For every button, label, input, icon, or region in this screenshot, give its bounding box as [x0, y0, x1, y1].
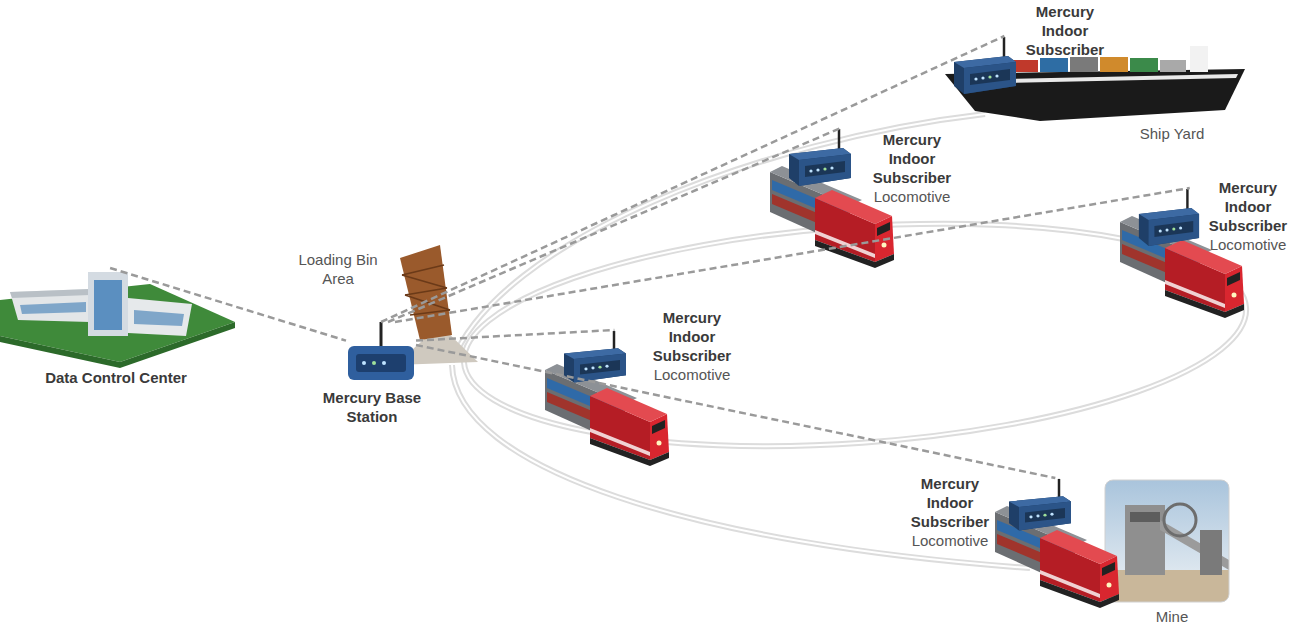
node-label: Mercury Indoor Subscriber — [642, 308, 742, 365]
node-label: Mercury Base Station — [322, 388, 422, 426]
subscriber-radio: Mercury Indoor SubscriberLocomotive — [1135, 188, 1201, 252]
node-label: Mercury Indoor Subscriber — [862, 130, 962, 187]
node-sublabel: Locomotive — [642, 365, 742, 384]
node-label: Data Control Center — [26, 368, 206, 387]
loading-bin: Loading Bin Area — [396, 245, 454, 340]
mine-site: Mine — [1105, 480, 1229, 602]
subscriber-radio: Mercury Indoor SubscriberLocomotive — [1005, 478, 1073, 536]
radio-link — [416, 345, 1055, 478]
node-label: Mercury Indoor Subscriber — [1015, 2, 1115, 59]
node-sublabel: Locomotive — [1200, 235, 1296, 254]
node-sublabel: Locomotive — [862, 187, 962, 206]
node-sublabel: Ship Yard — [1122, 124, 1222, 143]
radio-link — [395, 188, 1190, 322]
radio-link — [110, 268, 346, 341]
base-station: Mercury Base Station — [346, 322, 416, 384]
node-sublabel: Loading Bin Area — [288, 250, 388, 288]
node-label: Mercury Indoor Subscriber — [1200, 178, 1296, 235]
node-sublabel: Mine — [1122, 607, 1222, 626]
radio-link — [388, 128, 841, 322]
node-sublabel: Locomotive — [900, 531, 1000, 550]
radio-link — [416, 330, 614, 341]
ship-yard: Ship YardMercury Indoor Subscriber — [945, 30, 1250, 122]
subscriber-radio: Mercury Indoor SubscriberLocomotive — [560, 330, 628, 388]
node-label: Mercury Indoor Subscriber — [900, 474, 1000, 531]
radio-link — [381, 36, 1004, 322]
subscriber-radio: Mercury Indoor SubscriberLocomotive — [785, 128, 853, 192]
data-center: Data Control Center — [2, 268, 232, 363]
subscriber-radio: Mercury Indoor Subscriber — [950, 36, 1018, 100]
